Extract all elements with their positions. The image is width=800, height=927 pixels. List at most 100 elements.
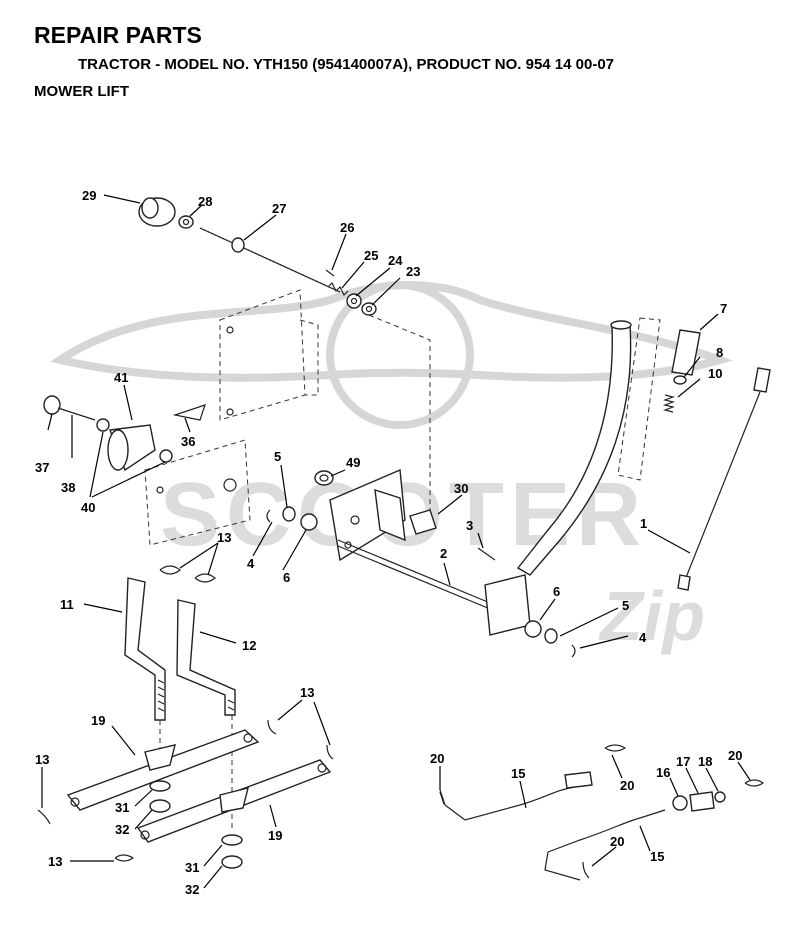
callout-15-lower: 15 xyxy=(650,849,664,864)
part-4-clip-right xyxy=(571,644,576,658)
callout-1: 1 xyxy=(640,516,647,531)
part-49-washer xyxy=(314,470,334,486)
part-18-screw xyxy=(714,791,726,803)
callout-29: 29 xyxy=(82,188,96,203)
part-36-clip xyxy=(172,404,206,421)
part-7-grip xyxy=(671,329,701,376)
pivot-bracket xyxy=(329,468,406,562)
callout-10: 10 xyxy=(708,366,722,381)
part-2-lift-shaft xyxy=(337,539,496,612)
part-4-clip-left xyxy=(266,509,271,523)
model-subtitle: TRACTOR - MODEL NO. YTH150 (954140007A),… xyxy=(78,56,615,73)
callout-3: 3 xyxy=(466,518,473,533)
callout-15-upper: 15 xyxy=(511,766,525,781)
section-title: MOWER LIFT xyxy=(34,83,129,100)
callout-8: 8 xyxy=(716,345,723,360)
callout-16: 16 xyxy=(656,765,670,780)
callout-25: 25 xyxy=(364,248,378,263)
callout-49: 49 xyxy=(346,455,360,470)
callout-13-bottom: 13 xyxy=(48,854,62,869)
part-40-washer-a xyxy=(96,418,110,432)
callout-18: 18 xyxy=(698,754,712,769)
part-15-rod-upper xyxy=(439,771,593,821)
part-15-rod-lower xyxy=(544,809,666,881)
part-38-bolt xyxy=(57,407,96,421)
part-13-clips-lower xyxy=(37,719,334,862)
callout-13-left: 13 xyxy=(35,752,49,767)
part-13-clips-top xyxy=(159,565,216,583)
callout-40: 40 xyxy=(81,500,95,515)
callout-13-mid: 13 xyxy=(300,685,314,700)
callout-11: 11 xyxy=(60,597,74,612)
part-32-nut-upper xyxy=(149,799,171,813)
callout-19-upper: 19 xyxy=(91,713,105,728)
part-17-block xyxy=(689,791,715,812)
callout-4-right: 4 xyxy=(639,630,647,645)
callout-17: 17 xyxy=(676,754,690,769)
part-32-nut-lower xyxy=(221,855,243,869)
callout-38: 38 xyxy=(61,480,75,495)
part-16-nut xyxy=(672,795,688,811)
part-30-bushing xyxy=(409,509,437,535)
callout-20-mid: 20 xyxy=(620,778,634,793)
part-6-bushing-right xyxy=(524,620,542,638)
part-41-knob xyxy=(107,424,156,472)
part-19-lift-arm-upper xyxy=(66,729,260,811)
part-23-nut xyxy=(361,302,377,316)
callout-26: 26 xyxy=(340,220,354,235)
callout-12: 12 xyxy=(242,638,256,653)
callout-labels: 29 28 27 26 25 24 23 7 8 10 41 37 38 40 … xyxy=(35,188,742,897)
callout-2: 2 xyxy=(440,546,447,561)
callout-36: 36 xyxy=(181,434,195,449)
part-5-washer-left xyxy=(282,506,296,522)
callout-20-left: 20 xyxy=(430,751,444,766)
callout-32-upper: 32 xyxy=(115,822,129,837)
callout-24: 24 xyxy=(388,253,403,268)
lift-handle xyxy=(484,317,661,636)
part-5-washer-right xyxy=(544,628,558,644)
callout-6-left: 6 xyxy=(283,570,290,585)
callout-6-right: 6 xyxy=(553,584,560,599)
callout-20-lower: 20 xyxy=(610,834,624,849)
callout-5-left: 5 xyxy=(274,449,281,464)
callout-23: 23 xyxy=(406,264,420,279)
callout-32-lower: 32 xyxy=(185,882,199,897)
callout-13-top: 13 xyxy=(217,530,231,545)
part-37-ring xyxy=(43,395,61,415)
callout-30: 30 xyxy=(454,481,468,496)
callout-5-right: 5 xyxy=(622,598,629,613)
lower-frame-plate xyxy=(144,439,251,546)
part-12-lift-link xyxy=(176,599,236,716)
part-26-pin xyxy=(325,269,335,277)
callout-7: 7 xyxy=(720,301,727,316)
part-11-lift-link xyxy=(124,577,166,721)
part-3-pin xyxy=(477,547,496,561)
part-24-washer xyxy=(346,293,362,309)
part-20-clips xyxy=(439,744,765,879)
callout-31-lower: 31 xyxy=(185,860,199,875)
part-29-knob xyxy=(138,197,176,227)
callout-4-left: 4 xyxy=(247,556,255,571)
part-1-release-rod xyxy=(677,367,771,591)
part-31-washer-upper xyxy=(149,780,171,792)
callout-19-lower: 19 xyxy=(268,828,282,843)
part-25-spring xyxy=(327,281,349,297)
callout-27: 27 xyxy=(272,201,286,216)
upper-mounting-plate xyxy=(219,289,319,421)
callout-31-upper: 31 xyxy=(115,800,129,815)
callout-41: 41 xyxy=(114,370,128,385)
callout-37: 37 xyxy=(35,460,49,475)
part-31-washer-lower xyxy=(221,834,243,846)
leader-lines xyxy=(41,194,751,889)
part-10-spring xyxy=(662,394,676,413)
part-6-bushing-left xyxy=(300,513,318,531)
watermark-suffix: Zip xyxy=(598,577,705,655)
callout-20-right: 20 xyxy=(728,748,742,763)
part-28-nut xyxy=(178,215,194,229)
part-8-button xyxy=(673,375,687,385)
callout-28: 28 xyxy=(198,194,212,209)
part-27-threaded-rod xyxy=(199,227,341,293)
part-40-washer-b xyxy=(159,449,173,463)
page-title: REPAIR PARTS xyxy=(34,22,202,48)
